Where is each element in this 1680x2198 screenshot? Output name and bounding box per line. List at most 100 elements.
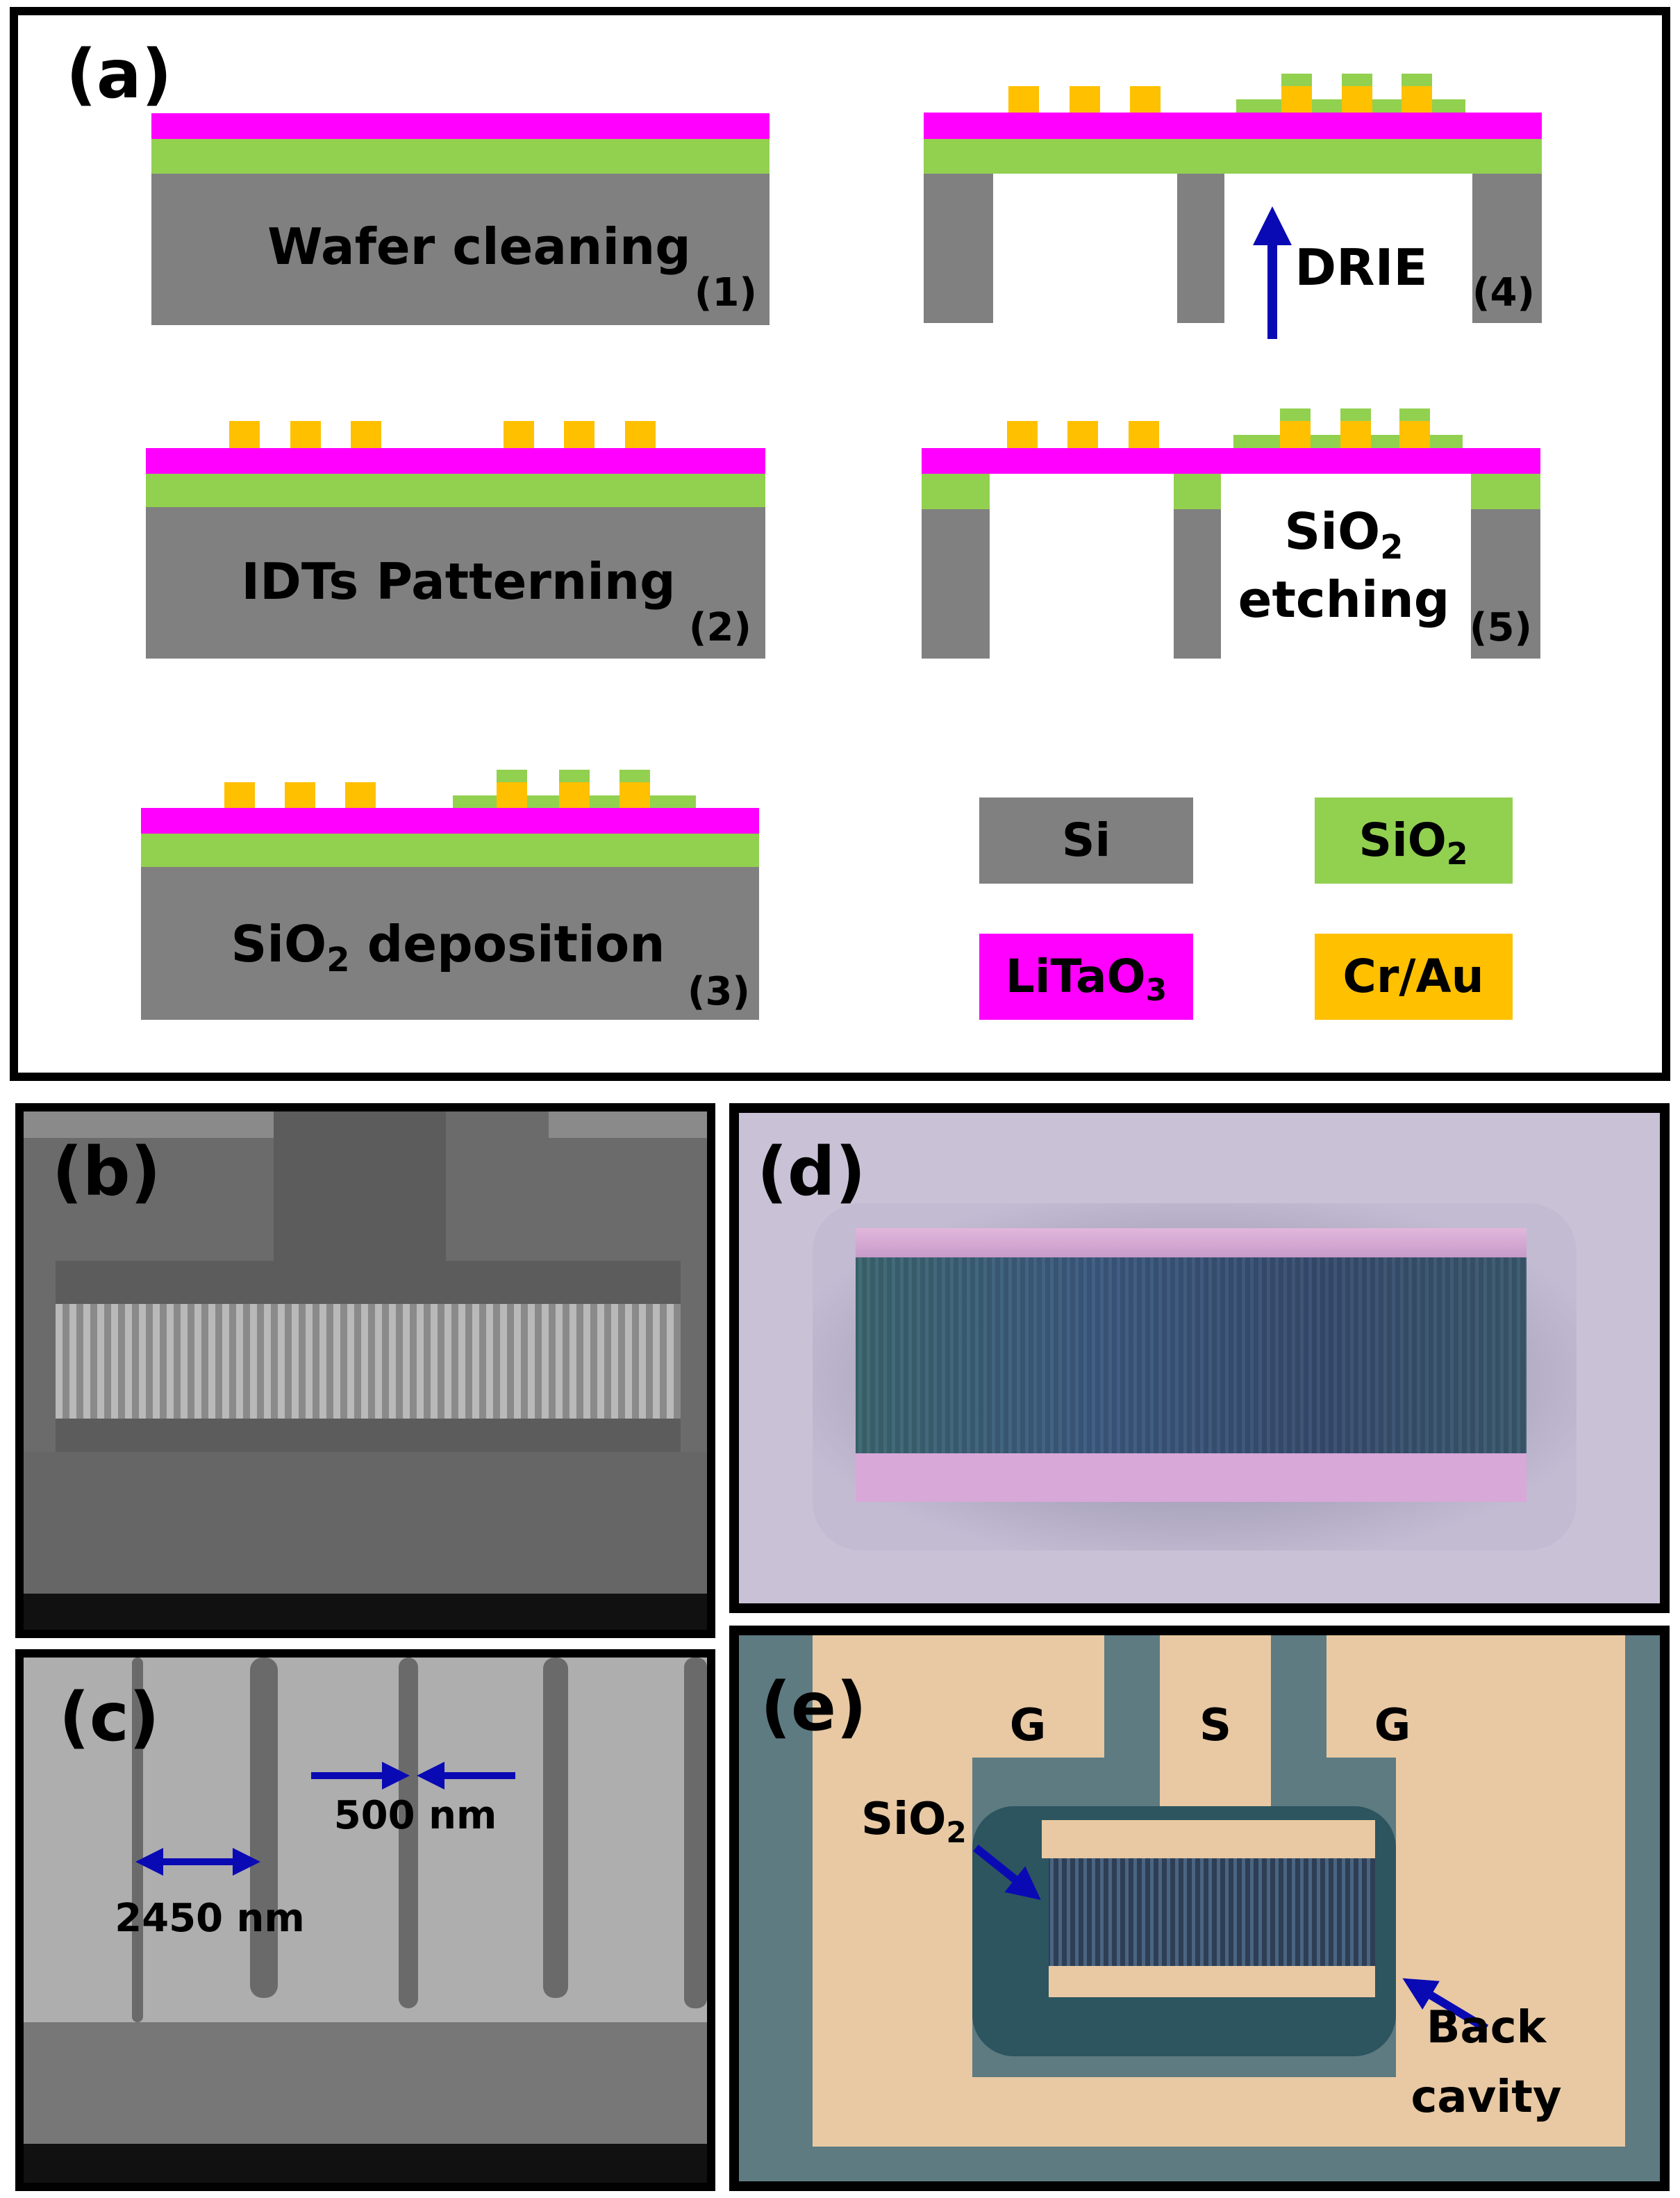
sem-c-gap bbox=[399, 1658, 418, 2008]
step-2-diagram: IDTs Patterning (2) bbox=[146, 421, 765, 659]
step-3-sio2-cap bbox=[497, 770, 527, 782]
step-3-electrode bbox=[345, 782, 376, 808]
step-4-sio2-cap bbox=[1402, 74, 1432, 86]
step-2-si-layer bbox=[146, 507, 765, 659]
optical-d-top-electrode bbox=[856, 1228, 1527, 1257]
step-5-caption-line1: SiO2 bbox=[1284, 502, 1403, 567]
step-4-electrode bbox=[1008, 86, 1039, 113]
ground-pad-right bbox=[1326, 1635, 1625, 2147]
step-3-number: (3) bbox=[688, 969, 750, 1014]
step-3-covered-electrode bbox=[497, 782, 527, 808]
step-2-electrode bbox=[229, 421, 260, 448]
optical-d-bottom-electrode bbox=[856, 1453, 1527, 1502]
legend-si-label: Si bbox=[1062, 813, 1111, 867]
legend-sio2-label: SiO2 bbox=[1359, 813, 1468, 872]
step-4-covered-electrode bbox=[1402, 86, 1432, 113]
step-1-sio2-layer bbox=[151, 139, 770, 174]
pad-label-signal: S bbox=[1199, 1700, 1231, 1751]
step-5-si-pillar-center bbox=[1174, 509, 1221, 659]
step-2-electrode bbox=[504, 421, 534, 448]
panel-d-label: (d) bbox=[757, 1133, 865, 1211]
sem-b-busbar-bottom bbox=[56, 1419, 681, 1452]
step-5-electrode bbox=[1007, 421, 1038, 448]
step-4-si-pillar-left bbox=[924, 174, 993, 323]
step-5-sio2-right bbox=[1471, 474, 1540, 509]
step-5-sio2-cap bbox=[1340, 408, 1371, 421]
panel-e: G S G SiO2 Back cavity (e) bbox=[729, 1626, 1670, 2191]
step-1-litao3-layer bbox=[151, 113, 770, 139]
step-2-electrode bbox=[290, 421, 321, 448]
step-4-sio2-layer bbox=[924, 139, 1542, 174]
step-2-sio2-layer bbox=[146, 474, 765, 507]
panel-a-label: (a) bbox=[66, 35, 172, 113]
legend-crau-label: Cr/Au bbox=[1342, 950, 1483, 1003]
step-1-caption: Wafer cleaning bbox=[267, 217, 691, 276]
sem-b-infobar bbox=[24, 1594, 707, 1630]
sem-c-gap bbox=[684, 1658, 707, 2008]
step-5-electrode bbox=[1067, 421, 1098, 448]
step-3-covered-electrode bbox=[619, 782, 650, 808]
legend-litao3-swatch bbox=[979, 934, 1193, 1020]
step-5-electrode bbox=[1129, 421, 1159, 448]
pad-label-ground-right: G bbox=[1374, 1700, 1411, 1751]
step-3-sio2-cap bbox=[619, 770, 650, 782]
step-3-electrode bbox=[285, 782, 315, 808]
legend-si-swatch bbox=[979, 798, 1193, 884]
sem-c-gap bbox=[132, 1658, 143, 2022]
panel-e-label: (e) bbox=[760, 1668, 867, 1746]
step-2-electrode bbox=[351, 421, 381, 448]
step-1-diagram: Wafer cleaning (1) bbox=[151, 113, 770, 325]
legend-sio2-swatch bbox=[1315, 798, 1513, 884]
step-4-covered-electrode bbox=[1342, 86, 1372, 113]
idt-active-area bbox=[1049, 1858, 1375, 1966]
step-1-si-layer bbox=[151, 174, 770, 325]
step-2-electrode bbox=[625, 421, 656, 448]
panel-b-label: (b) bbox=[52, 1133, 160, 1211]
step-3-litao3-layer bbox=[141, 808, 759, 834]
sio2-callout: SiO2 bbox=[861, 1794, 967, 1849]
step-3-covered-electrode bbox=[559, 782, 590, 808]
sem-c-infobar bbox=[24, 2144, 707, 2183]
legend-crau-swatch bbox=[1315, 934, 1513, 1020]
step-4-covered-electrode bbox=[1281, 86, 1312, 113]
optical-d-idt-fingers bbox=[856, 1257, 1527, 1453]
sem-b-pad-top-left bbox=[24, 1112, 274, 1138]
signal-busbar bbox=[1042, 1820, 1375, 1858]
ground-busbar bbox=[1049, 1966, 1375, 1997]
step-5-sio2-center bbox=[1174, 474, 1221, 509]
step-5-si-pillar-left bbox=[922, 509, 990, 659]
step-5-caption-line2: etching bbox=[1238, 570, 1450, 629]
step-3-sio2-layer bbox=[141, 834, 759, 867]
panel-c-label: (c) bbox=[59, 1678, 160, 1756]
back-cavity-label-line1: Back bbox=[1427, 2002, 1547, 2054]
sem-c-busbar bbox=[24, 2022, 707, 2144]
step-3-caption: SiO2 deposition bbox=[231, 915, 665, 980]
step-2-electrode bbox=[564, 421, 594, 448]
sem-c-gap bbox=[543, 1658, 568, 1998]
step-5-litao3-layer bbox=[922, 448, 1540, 474]
step-5-covered-electrode bbox=[1399, 421, 1430, 448]
step-4-number: (4) bbox=[1472, 270, 1535, 315]
step-1-number: (1) bbox=[695, 270, 757, 315]
step-5-diagram: SiO2 etching (5) bbox=[922, 408, 1540, 659]
step-4-si-pillar-center bbox=[1177, 174, 1224, 323]
sem-b-idt-fingers bbox=[56, 1304, 681, 1419]
step-5-si-pillar-right bbox=[1471, 509, 1540, 659]
step-4-si-pillar-right bbox=[1472, 174, 1542, 323]
panel-a: (a) Wafer cleaning (1) IDTs Patterning (… bbox=[10, 7, 1670, 1081]
step-4-electrode bbox=[1070, 86, 1100, 113]
annotation-500nm: 500 nm bbox=[334, 1793, 497, 1838]
ground-pad-bottom bbox=[972, 2077, 1396, 2147]
annotation-2450nm: 2450 nm bbox=[115, 1896, 305, 1941]
step-3-diagram: SiO2 deposition (3) bbox=[141, 770, 759, 1020]
step-4-diagram: DRIE (4) bbox=[924, 74, 1542, 339]
legend: Si SiO2 LiTaO3 Cr/Au bbox=[979, 798, 1513, 1020]
step-3-si-layer bbox=[141, 867, 759, 1020]
step-4-litao3-layer bbox=[924, 113, 1542, 139]
sem-c-gap bbox=[250, 1658, 278, 1998]
panel-d: (d) bbox=[729, 1103, 1670, 1613]
sem-b-busbar-top bbox=[56, 1261, 681, 1304]
step-2-caption: IDTs Patterning bbox=[241, 552, 675, 611]
step-4-electrode bbox=[1130, 86, 1161, 113]
